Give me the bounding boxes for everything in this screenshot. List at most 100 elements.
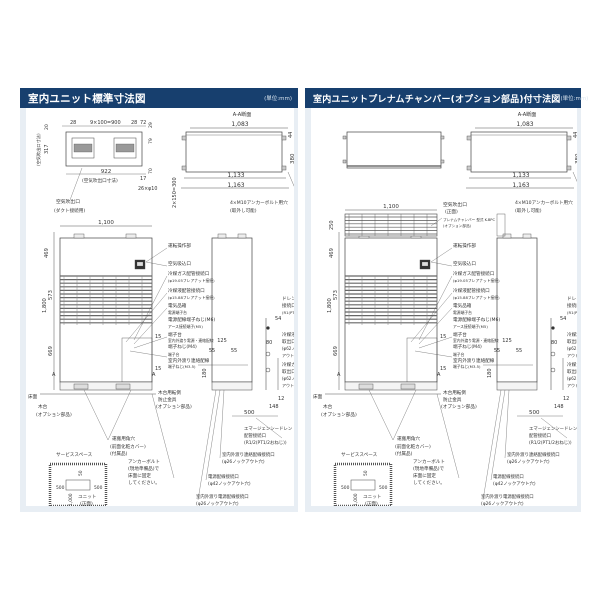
unit-box — [65, 479, 91, 491]
component-label: アース接続端子(M5) — [453, 324, 488, 329]
anchor-bracket — [181, 135, 187, 141]
connection-label: 室内外渡り電源配線接続口 — [196, 493, 249, 500]
dimension: 15 — [155, 366, 161, 372]
unit-box — [350, 479, 376, 491]
unit-label: ユニット — [363, 494, 381, 500]
dimension: 1,163 — [227, 182, 244, 189]
leader-line — [482, 389, 502, 501]
connection-label: (φ26ノックアウト穴) — [196, 500, 239, 506]
dimension: 125 — [217, 338, 227, 344]
section-view-outline — [185, 131, 283, 173]
drain-label: 接続口 — [567, 302, 577, 309]
anchor-bolt-note: アンカーボルト — [128, 458, 160, 465]
outlet-label: 空気吹出口 — [443, 201, 467, 208]
leader-line — [151, 393, 175, 479]
component-label: 端子台 — [168, 331, 182, 338]
intake-grille — [345, 275, 437, 325]
dimension: 55 — [494, 348, 500, 354]
anchor-bolt-note: (現地準備品)で — [128, 465, 160, 472]
panel-title: 室内ユニット標準寸法図 — [28, 92, 146, 105]
dimension: 9×100=900 — [90, 120, 121, 126]
component-label: 端子台 — [453, 352, 465, 357]
bracket — [440, 159, 445, 164]
dimension: 72 — [140, 120, 146, 126]
component-label: 端子ねじ(M3.5) — [168, 364, 196, 369]
dimension: 669 — [333, 346, 339, 356]
gas-outlet-label: 冷媒ガス配管 — [282, 361, 294, 368]
anchor-bolt-note: してください。 — [413, 479, 445, 486]
side-base — [496, 381, 538, 391]
component-label: 室内外渡り電源・連絡配線 — [453, 338, 499, 343]
top-fitting — [217, 233, 227, 239]
connection-label: 電源配線接続口 — [208, 473, 239, 480]
liquid-port — [550, 351, 556, 357]
dimension: 54 — [560, 316, 566, 322]
anchor-bolt-note: 床面に固定 — [413, 472, 436, 479]
gas-port — [265, 367, 271, 373]
anchor-bracket — [566, 135, 572, 141]
drain-label: (R1(PT1おす)) — [567, 310, 577, 315]
dimension: 500 — [379, 485, 388, 491]
drain-label: 接続口 — [282, 302, 294, 309]
leader-line — [107, 389, 132, 441]
component-label: 端子ねじ(M4) — [453, 343, 482, 350]
leader-line — [69, 167, 83, 201]
liquid-outlet-label: アウト穴) — [567, 352, 577, 358]
base-note: (オプション部品) — [321, 411, 357, 418]
connection-label: (φ26ノックアウト穴) — [507, 458, 550, 465]
transport-hole — [115, 383, 131, 390]
dimension: 15 — [440, 334, 446, 340]
dimension: 2×150=300 — [172, 177, 178, 208]
anti-tip-note: (オプション部品) — [441, 403, 477, 410]
dimension: 1,100 — [98, 220, 114, 226]
dimension: 573 — [48, 290, 54, 300]
dimension: 1,083 — [516, 121, 533, 128]
dimension: 1,083 — [231, 121, 248, 128]
dimension-note: (空気吹出口寸法) — [35, 133, 42, 166]
anchor-bracket — [466, 135, 472, 141]
leader-line — [410, 292, 453, 343]
gas-outlet-label: (φ62ノック — [282, 375, 294, 381]
dimension: 148 — [554, 404, 564, 410]
liquid-outlet-label: (φ62ノック — [282, 345, 294, 351]
component-label: 端子台 — [453, 331, 467, 338]
bracket — [342, 159, 347, 164]
leader-line — [83, 389, 109, 441]
emergency-drain-label: エマージェンシードレン — [244, 426, 293, 432]
leader-line — [436, 393, 460, 479]
plenum-dimension-panel: 室内ユニットプレナムチャンバー(オプション部品)付寸法図 (単位:mm) A-A… — [305, 88, 588, 512]
leader-line — [125, 292, 168, 343]
dimension: 55 — [209, 348, 215, 354]
anti-tip-label: 防止金具 — [443, 396, 462, 403]
transport-note: (付属品) — [110, 450, 128, 457]
emergency-drain-label: 配管接続口 — [244, 432, 266, 439]
outlet-note: (ダクト接続用) — [54, 207, 85, 214]
anchor-bracket — [566, 165, 572, 171]
dimension: 17 — [140, 176, 146, 182]
unit-label: (単位:mm) — [560, 96, 589, 102]
base-note: (オプション部品) — [36, 411, 72, 418]
top-fitting — [237, 233, 247, 239]
component-label: 端子ねじ(M3.5) — [453, 364, 481, 369]
anchor-hole-note: (取外し可能) — [230, 207, 257, 214]
leader-line — [205, 389, 221, 481]
dimension: 380 — [575, 153, 577, 164]
base-outline — [344, 381, 438, 391]
unit-label: ユニット — [78, 494, 96, 500]
connection-label: 電源配線接続口 — [493, 473, 524, 480]
component-label: 空気吸込口 — [168, 260, 191, 267]
dimension: 70 — [148, 168, 154, 174]
dimension: 28 — [131, 120, 137, 126]
dimension: 1,163 — [512, 182, 529, 189]
leader-line — [414, 350, 453, 358]
component-label: (φ19.05フレアナット接続) — [453, 278, 500, 283]
component-label: アース接続端子(M5) — [168, 324, 203, 329]
dimension: 20 — [44, 124, 50, 130]
hatched-wall — [48, 462, 108, 506]
dimension: 80 — [551, 340, 557, 346]
gas-outlet-label: アウト穴) — [282, 382, 294, 388]
dimension: 922 — [101, 169, 112, 175]
